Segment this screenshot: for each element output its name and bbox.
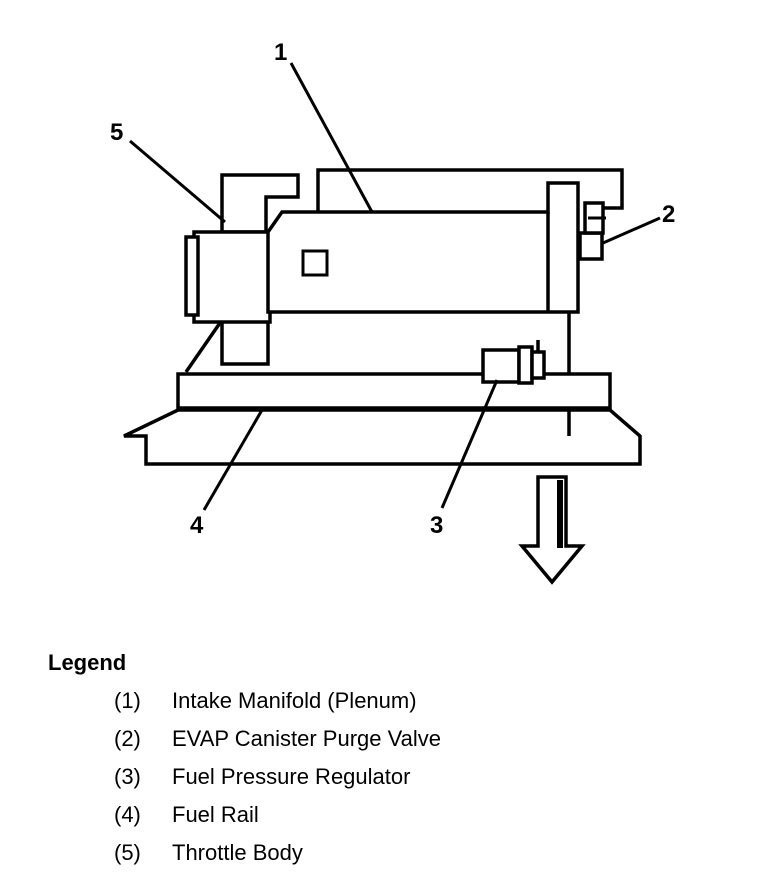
legend-item-text: Intake Manifold (Plenum) [172, 688, 417, 713]
callout-2: 2 [662, 201, 675, 228]
legend-item-number: (1) [114, 688, 141, 713]
throttle-body-lower [220, 318, 270, 366]
throttle-body-brace [184, 319, 224, 373]
callout-1: 1 [274, 39, 287, 66]
legend-item: (2) EVAP Canister Purge Valve [114, 720, 441, 758]
throttle-body-neck [192, 230, 272, 324]
legend-item-text: Fuel Rail [172, 802, 259, 827]
leader-line-5 [129, 139, 226, 224]
leader-line-3 [440, 379, 499, 509]
legend-item: (1) Intake Manifold (Plenum) [114, 682, 441, 720]
down-arrow-icon [518, 475, 586, 585]
leader-line-2 [602, 216, 661, 245]
plenum-top-outline [316, 168, 624, 212]
legend-item-number: (3) [114, 764, 141, 789]
legend-item-number: (2) [114, 726, 141, 751]
engine-diagram: 1 2 3 4 5 [110, 39, 675, 585]
callout-4: 4 [190, 512, 204, 539]
callout-5: 5 [110, 119, 123, 146]
legend-item: (3) Fuel Pressure Regulator [114, 758, 441, 796]
throttle-body-inlet [184, 235, 200, 317]
intake-plenum [266, 181, 580, 314]
legend-item-number: (4) [114, 802, 141, 827]
legend-item-text: EVAP Canister Purge Valve [172, 726, 442, 751]
plenum-port [301, 249, 329, 277]
legend-title: Legend [48, 650, 127, 675]
legend-item-number: (5) [114, 840, 141, 865]
regulator-cap [530, 350, 546, 380]
engine-base-plate [123, 408, 642, 466]
regulator-collar [517, 345, 534, 385]
legend-item-text: Fuel Pressure Regulator [172, 764, 411, 789]
leader-line-4 [202, 409, 264, 511]
purge-valve-body [578, 231, 604, 261]
legend-list: (1) Intake Manifold (Plenum) (2) EVAP Cani… [48, 682, 441, 872]
fuel-pressure-regulator [481, 348, 521, 384]
legend: Legend (1) Intake Manifold (Plenum) (2) EV… [48, 650, 441, 872]
legend-item: (5) Throttle Body [114, 834, 441, 872]
legend-item-text: Throttle Body [172, 840, 303, 865]
leader-line-1 [289, 62, 374, 213]
legend-item: (4) Fuel Rail [114, 796, 441, 834]
callout-3: 3 [430, 512, 443, 539]
